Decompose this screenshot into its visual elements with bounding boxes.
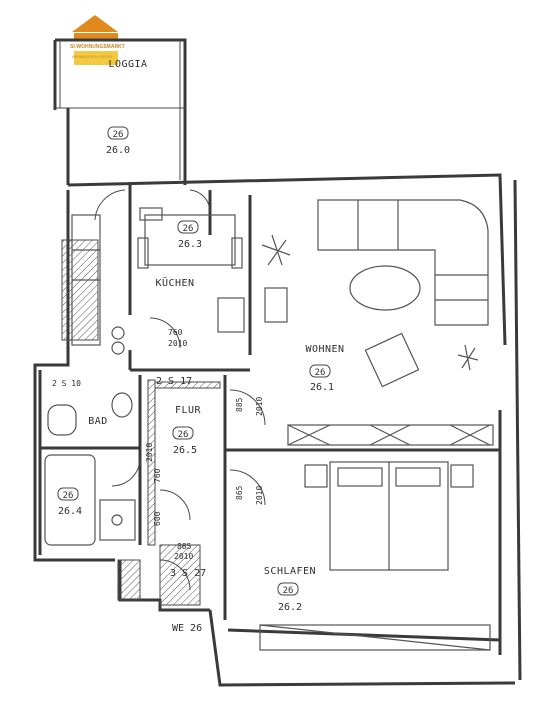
room-bedroom: SCHLAFEN 26 26.2	[264, 566, 316, 613]
toilet	[47, 404, 77, 436]
kitchen-table	[144, 214, 236, 266]
stairs-labels: 2 S 17 3 S 27	[156, 376, 206, 579]
brand-logo: SI-WOHNUNGSMARKT IHR MAKLER IN LEIPZIG	[70, 15, 125, 65]
sideboard	[287, 424, 494, 446]
wardrobe	[259, 624, 491, 651]
room-bath: BAD 26 26.4	[57, 416, 108, 517]
room-name: FLUR	[175, 405, 202, 416]
room-name: LOGGIA	[108, 59, 147, 70]
room-code: 26	[178, 430, 189, 440]
room-number: 26.1	[310, 382, 334, 393]
room-name: SCHLAFEN	[264, 566, 316, 577]
room-number: 26.4	[58, 506, 82, 517]
door-width: 760	[153, 468, 162, 483]
room-number: 26.5	[173, 445, 197, 456]
room-number: 26.2	[278, 602, 302, 613]
corner-sofa	[317, 199, 489, 326]
room-loggia: LOGGIA 26 26.0	[106, 59, 147, 156]
room-name: BAD	[88, 416, 108, 427]
door-width: 885	[177, 542, 192, 551]
unit-label: WE 26	[172, 623, 202, 634]
logo-roof-icon	[72, 15, 118, 32]
room-code: 26	[113, 130, 124, 140]
door-width: 865	[235, 485, 244, 500]
room-code: 26	[183, 224, 194, 234]
door-height: 2010	[145, 443, 154, 462]
room-name: WOHNEN	[305, 344, 344, 355]
plant-icon-2	[457, 344, 479, 371]
door-height: 2010	[255, 397, 264, 416]
room-living: WOHNEN 26 26.1	[305, 344, 344, 393]
brand-tagline: IHR MAKLER IN LEIPZIG	[72, 55, 113, 59]
bath-door: 2 S 10	[52, 379, 81, 388]
stair-label: 3 S 27	[170, 568, 206, 579]
doors	[94, 189, 266, 591]
room-number: 26.0	[106, 145, 130, 156]
door-height: 2010	[255, 486, 264, 505]
room-code: 26	[63, 491, 74, 501]
brand-name: SI-WOHNUNGSMARKT	[70, 44, 125, 50]
shower-tray	[99, 499, 136, 541]
door-height: 2010	[168, 339, 187, 348]
stair-label: 2 S 17	[156, 376, 192, 387]
door-dimensions: 760 2010 885 2010 760 2010 865 2010 885 …	[52, 328, 264, 561]
door-width: 760	[168, 328, 183, 337]
plant-icon	[261, 234, 291, 266]
room-code: 26	[283, 586, 294, 596]
room-number: 26.3	[178, 239, 202, 250]
furniture	[44, 199, 494, 651]
coffee-table	[349, 265, 421, 311]
room-kitchen: 26 26.3 KÜCHEN	[155, 220, 202, 289]
door-width: 885	[235, 397, 244, 412]
room-hall: FLUR 26 26.5	[172, 405, 202, 456]
room-code: 26	[315, 368, 326, 378]
armchair	[364, 332, 420, 388]
door-height: 2010	[174, 552, 193, 561]
bath-width: 600	[153, 511, 162, 526]
bathtub	[44, 454, 96, 546]
room-name: KÜCHEN	[155, 276, 194, 289]
